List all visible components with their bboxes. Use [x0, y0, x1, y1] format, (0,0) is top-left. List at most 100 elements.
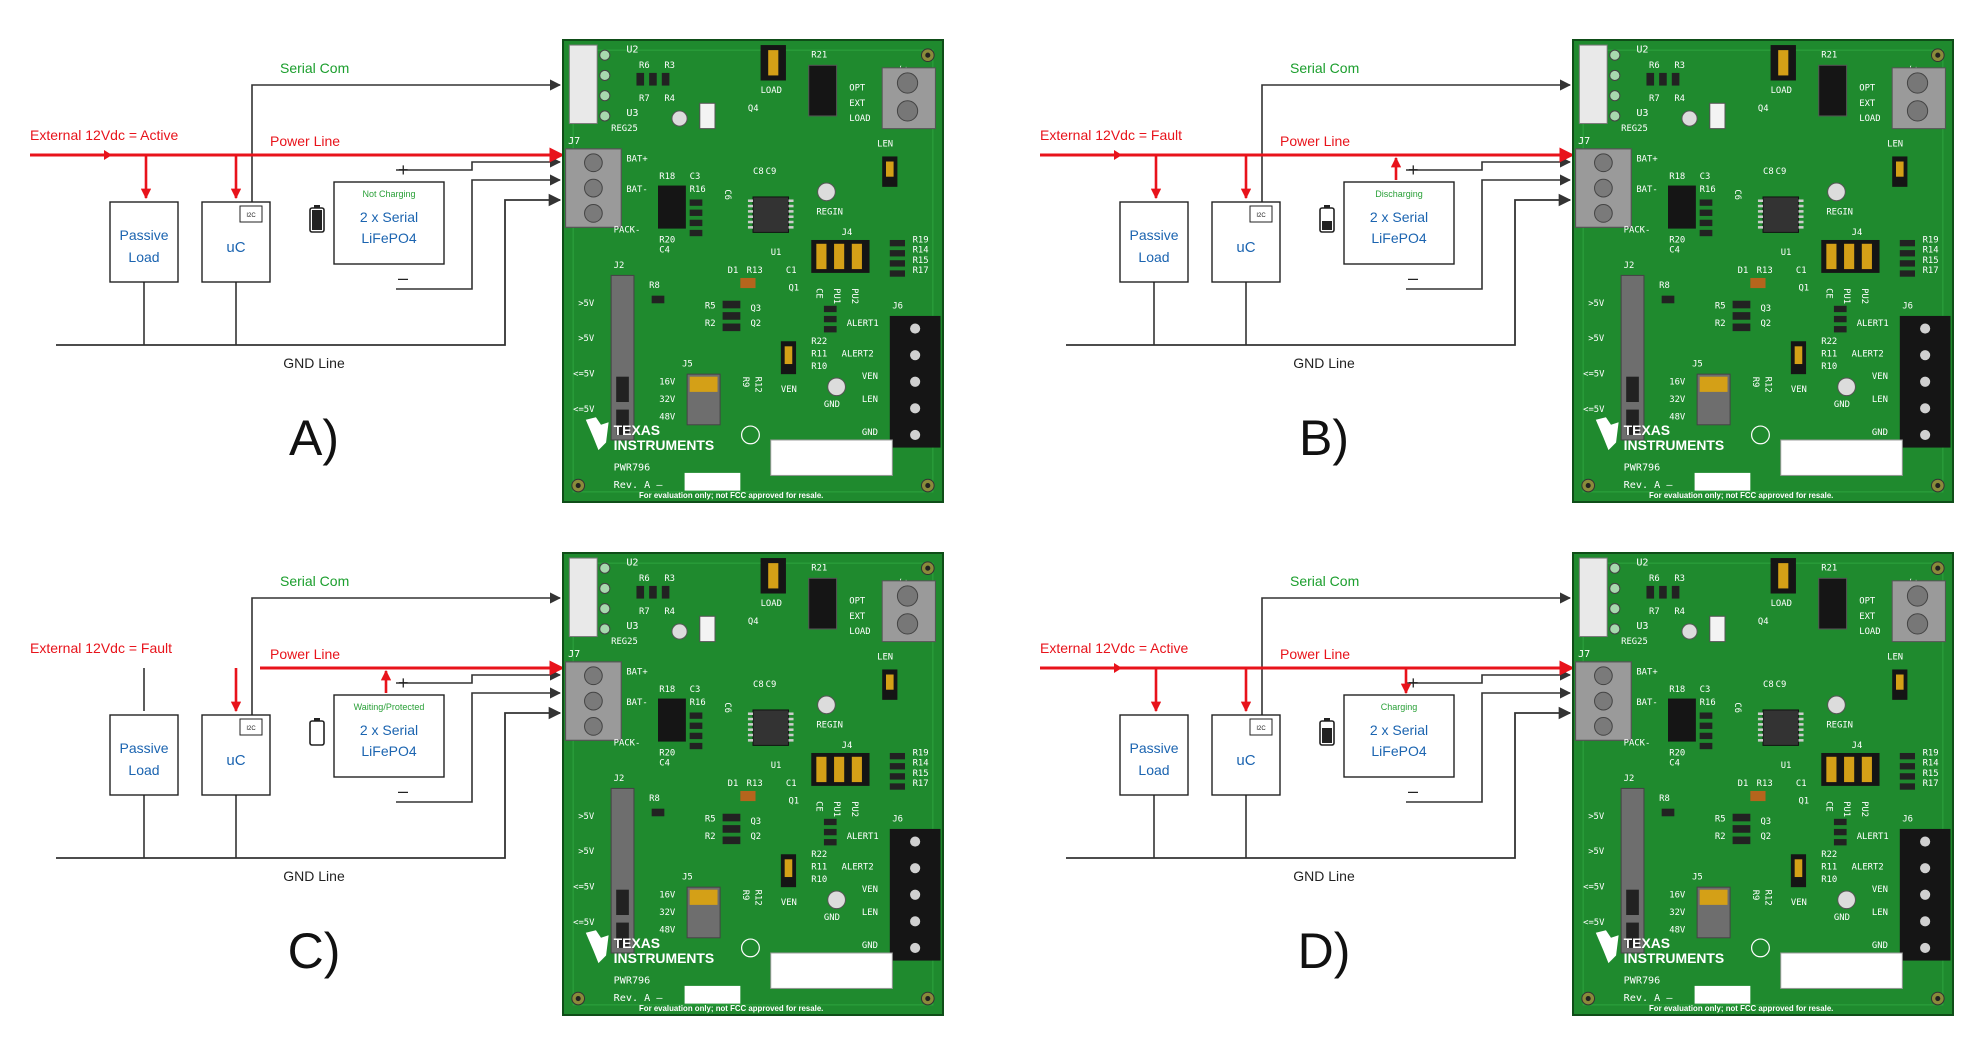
ref-v5d: <=5V — [573, 405, 595, 415]
ref-r20: R20 — [1669, 236, 1685, 246]
ref-gnd: GND — [1872, 428, 1888, 438]
ic-pin — [1757, 728, 1763, 731]
terminal-pin — [910, 429, 921, 440]
ref-r16: R16 — [1700, 185, 1716, 195]
pcb-disclaimer: For evaluation only; not FCC approved fo… — [1649, 1004, 1833, 1013]
small-part — [1699, 209, 1713, 216]
jumper-cap — [1626, 409, 1639, 435]
ref-r12: R12 — [753, 377, 763, 393]
resistor-r21 — [1818, 64, 1848, 117]
passive-load-box — [109, 714, 179, 796]
jumper-cap — [784, 346, 793, 365]
ref-r21: R21 — [1821, 564, 1837, 574]
ref-r13: R13 — [747, 779, 763, 789]
ic-pin — [1798, 210, 1804, 213]
ref-v16: 16V — [659, 377, 676, 387]
ref-r4: R4 — [1674, 607, 1685, 617]
rev-label-box — [1694, 985, 1751, 1004]
ref-load: LOAD — [761, 86, 782, 96]
ref-q2: Q2 — [750, 832, 761, 842]
transistor — [722, 825, 741, 833]
ref-r12: R12 — [753, 890, 763, 906]
test-point — [817, 182, 836, 202]
resistor — [649, 585, 657, 599]
ref-r9: R9 — [1750, 377, 1760, 388]
ref-r15: R15 — [913, 256, 929, 266]
i2c-chip — [239, 205, 263, 223]
battery-label-2: LiFePO4 — [1371, 230, 1426, 246]
external-supply-label: External 12Vdc = Fault — [30, 640, 172, 656]
ic-pin — [747, 717, 753, 721]
transistor — [1732, 825, 1751, 833]
ref-r14: R14 — [1923, 246, 1939, 256]
ref-j4: J4 — [1852, 228, 1863, 238]
mounting-hole-center — [575, 996, 581, 1002]
ref-len2: LEN — [1872, 908, 1888, 918]
ref-ce: CE — [1823, 288, 1833, 299]
battery-pack-box — [1343, 181, 1455, 265]
battery-cap — [1324, 205, 1330, 209]
ref-ven-jp: VEN — [1791, 385, 1807, 395]
ref-gnd2: GND — [1834, 913, 1850, 923]
battery-label-1: 2 x Serial — [360, 722, 418, 738]
resistor-r21 — [808, 64, 838, 117]
ref-q3: Q3 — [1760, 304, 1771, 314]
jumper-cap — [616, 409, 629, 435]
ref-u3: U3 — [1636, 108, 1648, 119]
serial-com-wire — [1261, 79, 1572, 205]
mounting-hole-center — [925, 483, 931, 489]
passive-load-label-1: Passive — [119, 227, 168, 243]
ref-r19: R19 — [1923, 236, 1939, 246]
ref-j2: J2 — [1624, 774, 1635, 784]
ti-brand-2: INSTRUMENTS — [1624, 950, 1725, 966]
terminal-pin — [910, 323, 921, 334]
resistor — [1833, 305, 1847, 313]
ref-len2: LEN — [1872, 395, 1888, 405]
serial-connector — [568, 557, 598, 638]
battery-plus-wire — [396, 156, 562, 171]
external-supply-label: External 12Vdc = Fault — [1040, 127, 1182, 143]
ic-pin — [788, 199, 794, 203]
mounting-hole-center — [925, 565, 931, 571]
gnd-wire — [56, 706, 562, 859]
mounting-hole-center — [925, 52, 931, 58]
ref-r18: R18 — [1669, 685, 1685, 695]
ic-pin — [1757, 712, 1763, 716]
ref-d1: D1 — [728, 266, 739, 276]
ref-r7: R7 — [639, 607, 650, 617]
serial-pin — [599, 90, 611, 102]
terminal-screw — [1594, 178, 1613, 198]
ref-v48: 48V — [659, 926, 676, 936]
ref-len2: LEN — [862, 908, 878, 918]
ic-pin — [1757, 199, 1763, 203]
resistor — [823, 828, 837, 836]
ref-alert1: ALERT1 — [1857, 832, 1889, 842]
battery-minus-sign: – — [1408, 268, 1418, 288]
battery-charging-icon — [1319, 718, 1335, 746]
passive-load-label-2: Load — [1138, 762, 1169, 778]
serial-label-box — [1780, 952, 1903, 989]
ti-brand-2: INSTRUMENTS — [614, 950, 715, 966]
serial-pin — [599, 562, 611, 574]
ic-pin — [788, 723, 794, 726]
rev-label-box — [1694, 472, 1751, 491]
passive-load-label-1: Passive — [1129, 227, 1178, 243]
ref-r13: R13 — [747, 266, 763, 276]
jumper-cap — [1794, 346, 1803, 365]
ti-logo-mark — [1595, 417, 1619, 451]
ref-v5b: >5V — [578, 847, 595, 857]
resistor — [1661, 808, 1675, 817]
jumper-cap — [834, 243, 845, 270]
transistor — [1732, 323, 1751, 332]
jumper-cap — [784, 859, 793, 878]
ref-v5d: <=5V — [1583, 405, 1605, 415]
resistor — [1899, 260, 1915, 267]
ref-r22: R22 — [811, 850, 827, 860]
terminal-screw — [584, 204, 603, 223]
bms-ic — [752, 196, 789, 233]
ref-r16: R16 — [1700, 698, 1716, 708]
power-line-label: Power Line — [1280, 133, 1350, 149]
ref-r4: R4 — [664, 607, 675, 617]
ref-regin: REGIN — [1826, 208, 1853, 218]
